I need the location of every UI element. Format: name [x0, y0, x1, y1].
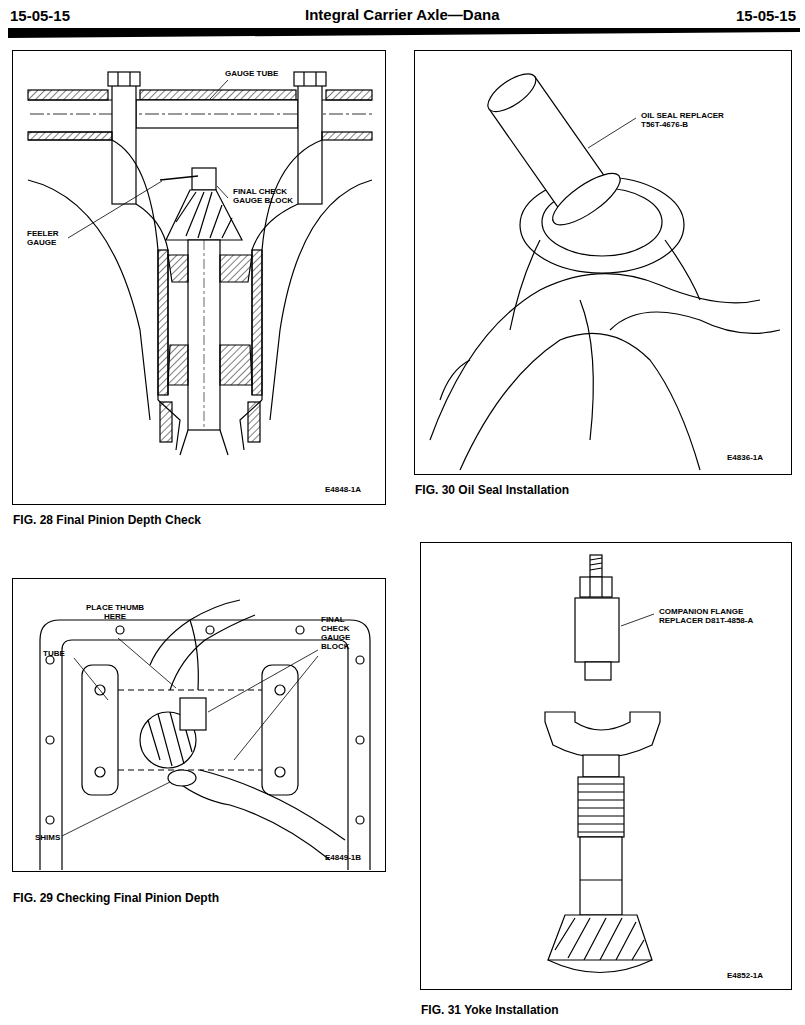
page-number: 15-05-15: [10, 7, 70, 25]
part-label: FEELER GAUGE: [27, 229, 71, 247]
figure-code: E4848-1A: [325, 485, 361, 494]
figure-caption: FIG. 29 Checking Final Pinion Depth: [13, 891, 219, 905]
part-label: SHIMS: [35, 833, 75, 842]
figure-panel: FIG. 29 Checking Final Pinion DepthPLACE…: [12, 578, 386, 872]
page-number: 15-05-15: [736, 7, 796, 25]
tool-label: OIL SEAL REPLACER T56T-4676-B: [641, 111, 741, 129]
part-label: FINAL CHECK GAUGE BLOCK: [233, 187, 299, 205]
yoke-installation-illustration: [545, 555, 660, 973]
figure-code: E4836-1A: [727, 453, 763, 462]
figure-caption: FIG. 30 Oil Seal Installation: [415, 483, 569, 497]
figure-code: E4849-1B: [325, 853, 361, 862]
part-label: GAUGE TUBE: [225, 69, 295, 78]
figure-caption: FIG. 28 Final Pinion Depth Check: [13, 513, 201, 527]
figure-panel: FIG. 31 Yoke InstallationCOMPANION FLANG…: [420, 542, 792, 990]
figure-panel: FIG. 30 Oil Seal InstallationOIL SEAL RE…: [414, 50, 792, 475]
figure-caption: FIG. 31 Yoke Installation: [421, 1003, 559, 1017]
pinion-depth-section: [28, 72, 372, 455]
part-label: TUBE: [43, 649, 83, 658]
figure-code: E4852-1A: [727, 971, 763, 980]
page-title: Integral Carrier Axle—Dana: [305, 6, 500, 24]
tool-label: COMPANION FLANGE REPLACER D81T-4858-A: [659, 607, 773, 625]
figure-panel: FIG. 28 Final Pinion Depth CheckGAUGE TU…: [12, 50, 386, 505]
checking-depth-illustration: [40, 600, 370, 870]
part-label: FINAL CHECK GAUGE BLOCK: [321, 615, 361, 651]
header-rule: [8, 28, 800, 38]
part-label: PLACE THUMB HERE: [85, 603, 145, 621]
oil-seal-illustration: [430, 60, 780, 470]
